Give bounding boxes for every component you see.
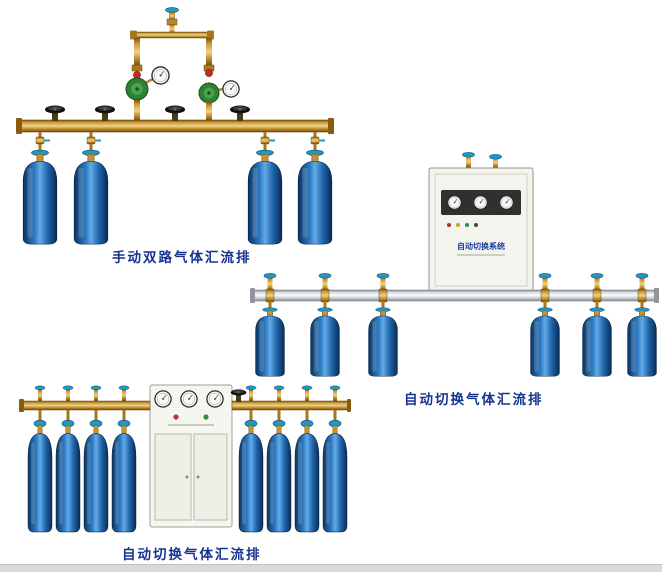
gas-cylinder-icon xyxy=(27,419,53,533)
pressure-gauge-icon xyxy=(151,66,170,85)
cylinder-valve-stations xyxy=(263,273,649,309)
gas-cylinder-icon xyxy=(368,307,398,377)
indicator-light xyxy=(465,223,469,227)
pressure-gauge-icon xyxy=(499,195,514,210)
gas-cylinder-icon xyxy=(530,307,560,377)
cabinet-door xyxy=(154,433,192,521)
pressure-gauge-icon xyxy=(206,390,224,408)
gas-cylinder-icon xyxy=(238,419,264,533)
handwheel-icon xyxy=(229,105,251,114)
gas-cylinder-icon xyxy=(266,419,292,533)
gas-cylinder-icon xyxy=(22,149,58,245)
product-caption-manual-dual: 手动双路气体汇流排 xyxy=(112,250,252,266)
valve-handwheels xyxy=(44,105,251,121)
manual-dual-manifold-illustration xyxy=(16,7,334,245)
page-bottom-edge xyxy=(0,564,662,572)
indicator-light xyxy=(447,223,451,227)
handwheel-icon xyxy=(94,105,116,114)
handwheel-icon xyxy=(44,105,66,114)
pressure-gauge-icon xyxy=(154,390,172,408)
pressure-regulator xyxy=(198,64,240,121)
handwheel-icon xyxy=(164,105,186,114)
control-cabinet xyxy=(149,384,233,528)
indicator-light xyxy=(456,223,460,227)
pressure-gauge-icon xyxy=(447,195,462,210)
product-caption-auto-switch-2: 自动切换气体汇流排 xyxy=(122,547,262,563)
pressure-gauge-icon xyxy=(473,195,488,210)
auto-switch-manifold-illustration-2 xyxy=(19,384,351,533)
gas-cylinders xyxy=(255,307,657,377)
inlet-pipe-assembly xyxy=(130,7,214,66)
gas-cylinder-icon xyxy=(73,149,109,245)
gas-cylinder-icon xyxy=(310,307,340,377)
gas-cylinder-icon xyxy=(322,419,348,533)
cylinder-valve-stations xyxy=(34,385,341,420)
valve-knob-icon xyxy=(489,154,502,160)
silver-manifold-pipe xyxy=(250,288,659,303)
gas-cylinder-icon xyxy=(83,419,109,533)
auto-switch-manifold-illustration-1: 自动切换系统 xyxy=(250,152,659,377)
product-caption-auto-switch-1: 自动切换气体汇流排 xyxy=(404,392,544,408)
indicator-light xyxy=(203,414,209,420)
cabinet-panel-label: 自动切换系统 xyxy=(457,241,505,251)
valve-knob-icon xyxy=(462,152,475,158)
gas-cylinder-icon xyxy=(55,419,81,533)
pressure-regulator xyxy=(125,64,170,121)
pressure-gauge-icon xyxy=(222,80,240,98)
gas-cylinder-icon xyxy=(111,419,137,533)
cylinder-connections xyxy=(35,132,325,151)
gas-cylinder-icon xyxy=(582,307,612,377)
gas-cylinder-icon xyxy=(255,307,285,377)
indicator-light xyxy=(173,414,179,420)
handwheel-icon xyxy=(230,389,247,396)
gas-cylinder-icon xyxy=(627,307,657,377)
control-cabinet: 自动切换系统 xyxy=(428,152,534,293)
brass-manifold-pipe xyxy=(19,389,351,412)
gas-cylinder-icon xyxy=(294,419,320,533)
pressure-gauge-icon xyxy=(180,390,198,408)
indicator-light xyxy=(474,223,478,227)
